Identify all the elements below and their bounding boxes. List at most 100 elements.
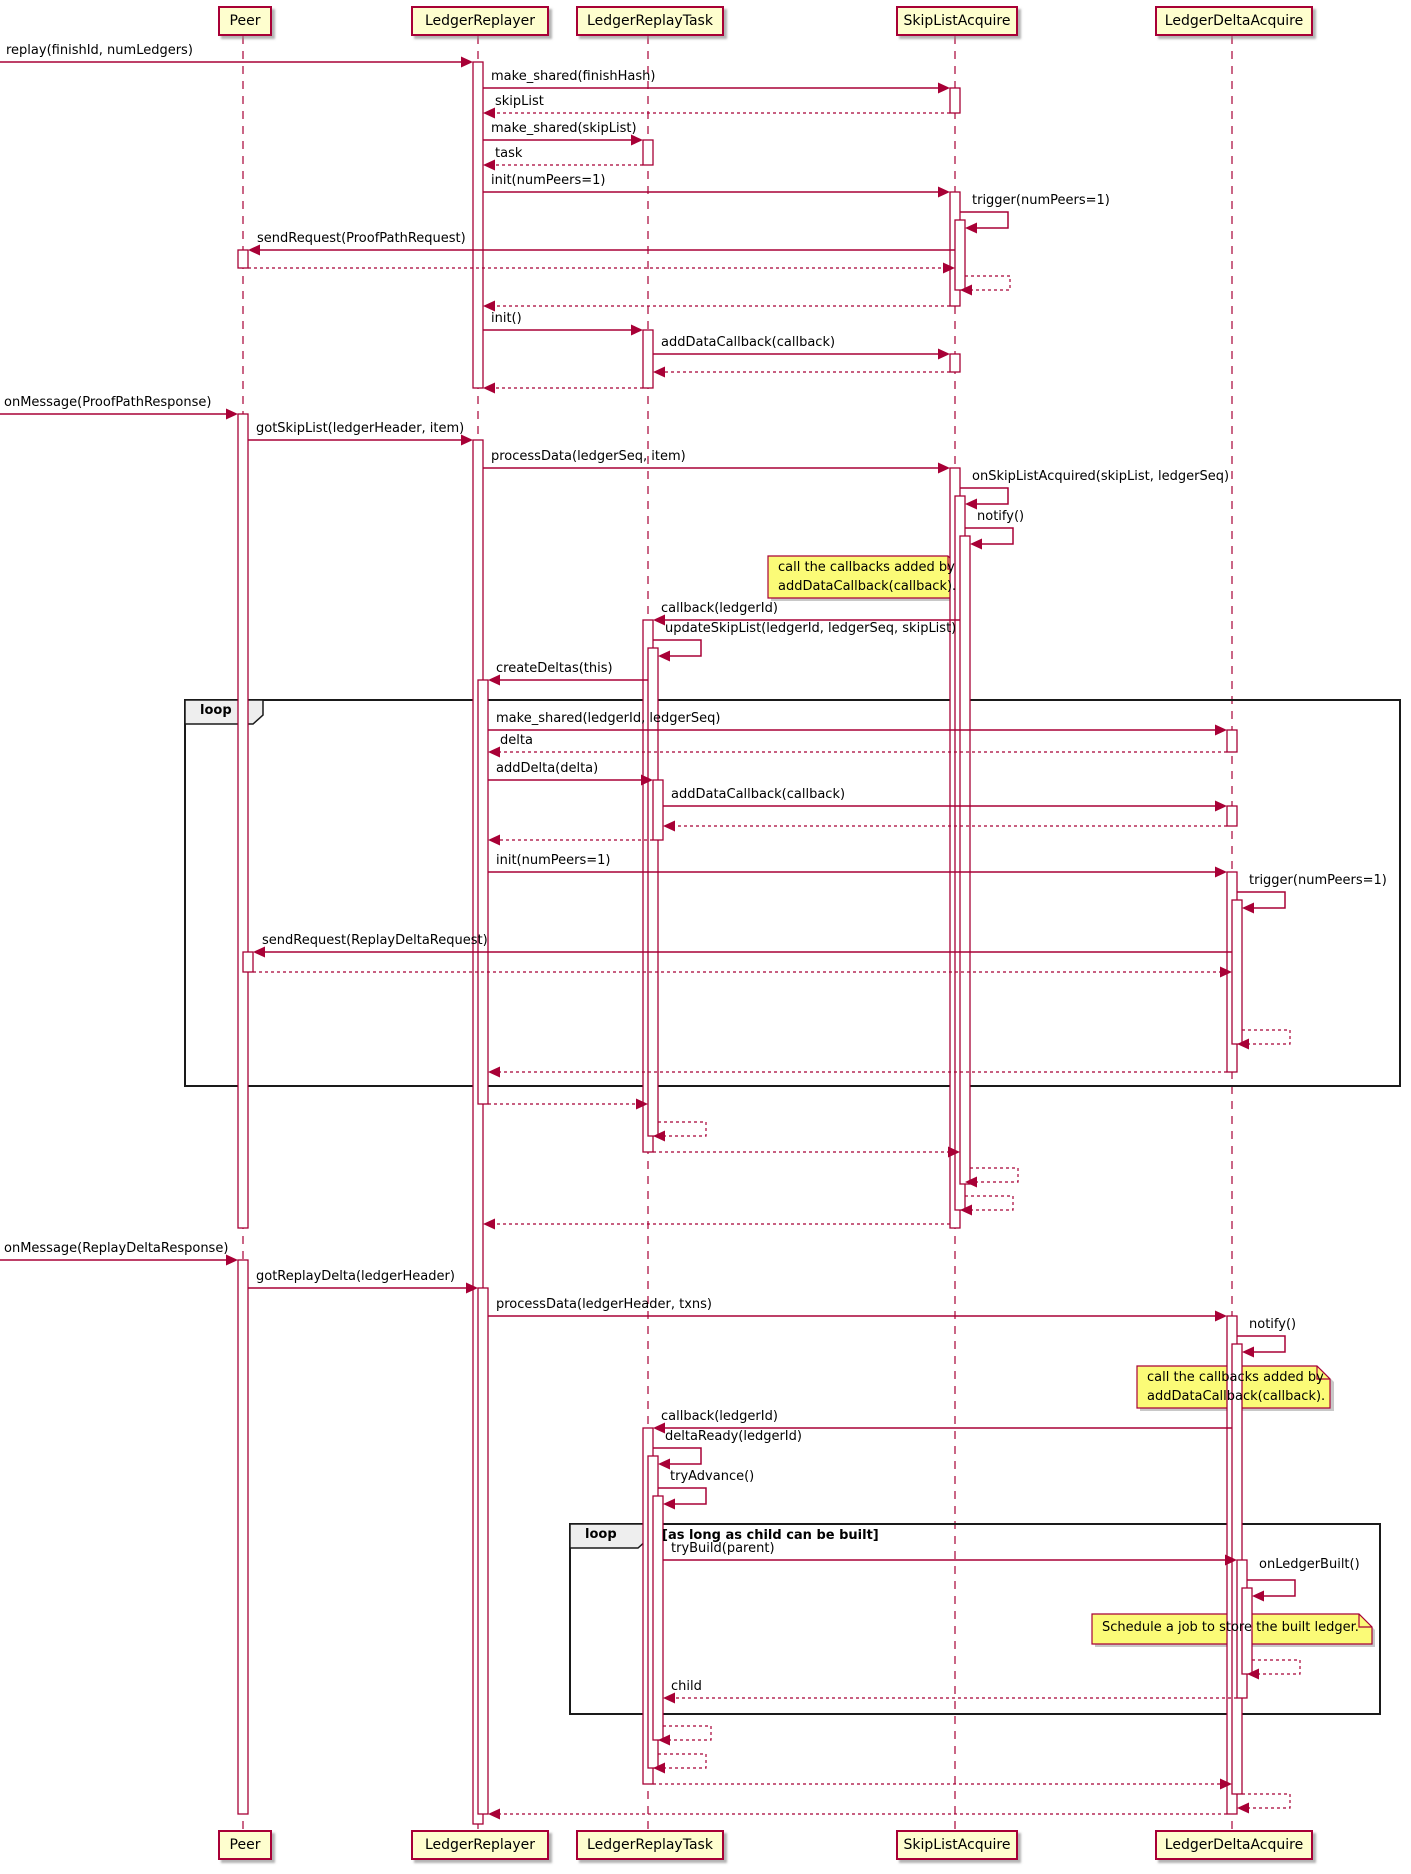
note-text-schedule: Schedule a job to store the built ledger…: [1102, 1620, 1359, 1635]
return-init-lda: [488, 1066, 1227, 1078]
return-delta: [488, 746, 1227, 758]
label-sendrequest-proofpath: sendRequest(ProofPathRequest): [257, 231, 466, 246]
return-replaydelta-to-lda: [253, 966, 1232, 978]
return-child: [663, 1692, 1237, 1704]
activation-sla-trigger: [954, 219, 966, 291]
label-replay: replay(finishId, numLedgers): [6, 43, 193, 58]
participant-bottom-skip-list-acquire: SkipListAcquire: [896, 1830, 1018, 1860]
self-call-trigger-lda: [1237, 891, 1286, 914]
activation-replayer-gotreplaydelta: [477, 1287, 489, 1815]
return-proofpath-to-sla: [248, 262, 955, 274]
return-callback-2: [653, 1778, 1232, 1790]
loop-frame-outer: [184, 699, 1401, 1087]
label-onskiplistacquired: onSkipListAcquired(skipList, ledgerSeq): [972, 469, 1230, 484]
label-onmessage-proofpath: onMessage(ProofPathResponse): [4, 395, 212, 410]
note-callbacks-skiplist: [767, 555, 965, 601]
self-call-updateskiplist: [653, 639, 702, 662]
arrow-createdeltas: [488, 674, 648, 686]
label-make-shared-delta: make_shared(ledgerId, ledgerSeq): [496, 711, 721, 726]
label-init-numpeers-lda: init(numPeers=1): [496, 853, 611, 868]
activation-lda-addcallback: [1226, 805, 1238, 827]
participant-top-ledger-replayer: LedgerReplayer: [411, 6, 549, 36]
return-init-task: [483, 382, 643, 394]
note-text-callbacks-sla-line1: call the callbacks added by: [778, 560, 955, 575]
label-onmessage-replaydelta: onMessage(ReplayDeltaResponse): [4, 1241, 229, 1256]
participant-bottom-ledger-delta-acquire: LedgerDeltaAcquire: [1155, 1830, 1313, 1860]
label-processdata-delta: processData(ledgerHeader, txns): [496, 1297, 712, 1312]
label-init-task: init(): [491, 311, 522, 326]
participant-bottom-peer: Peer: [218, 1830, 272, 1860]
return-callback-1: [653, 1146, 960, 1158]
activation-sla-addcallback: [949, 353, 961, 373]
label-adddelta: addDelta(delta): [496, 761, 599, 776]
arrow-trybuild: [663, 1554, 1237, 1566]
label-delta-return: delta: [500, 733, 533, 748]
return-createdeltas: [488, 1098, 648, 1110]
label-sendrequest-replaydelta: sendRequest(ReplayDeltaRequest): [262, 933, 488, 948]
participant-bottom-ledger-replay-task: LedgerReplayTask: [576, 1830, 724, 1860]
activation-replayer-gotskiplist: [472, 439, 484, 1825]
arrow-init-numpeers-lda: [488, 866, 1227, 878]
label-task-return: task: [495, 146, 523, 161]
arrow-make-shared-delta: [488, 724, 1227, 736]
participant-bottom-ledger-replayer: LedgerReplayer: [411, 1830, 549, 1860]
arrow-init-task: [483, 324, 643, 336]
self-call-tryadvance: [658, 1487, 707, 1510]
self-return-tryadvance: [658, 1725, 712, 1746]
arrow-callback-2: [653, 1422, 1232, 1434]
return-adddatacallback-sla: [653, 366, 950, 378]
loop-inner-label: loop: [585, 1527, 617, 1542]
activation-peer-sendrequest2: [242, 951, 254, 973]
label-updateskiplist: updateSkipList(ledgerId, ledgerSeq, skip…: [665, 621, 957, 636]
activation-peer-sendrequest1: [237, 249, 249, 269]
label-trigger-sla: trigger(numPeers=1): [972, 193, 1110, 208]
arrow-replay: [0, 56, 473, 68]
participant-top-ledger-delta-acquire: LedgerDeltaAcquire: [1155, 6, 1313, 36]
label-init-numpeers-sla: init(numPeers=1): [491, 173, 606, 188]
activation-task-adddelta: [652, 779, 664, 841]
participant-top-peer: Peer: [218, 6, 272, 36]
label-callback-2: callback(ledgerId): [661, 1409, 778, 1424]
label-notify-sla: notify(): [977, 509, 1025, 524]
arrow-adddelta: [488, 774, 653, 786]
label-notify-lda: notify(): [1249, 1317, 1297, 1332]
label-adddatacallback-lda: addDataCallback(callback): [671, 787, 846, 802]
arrow-callback-1: [653, 614, 960, 626]
activation-peer-proofpath: [237, 413, 249, 1229]
arrow-adddatacallback-sla: [653, 348, 950, 360]
label-skiplist-return: skipList: [495, 94, 544, 109]
activation-task-init: [642, 329, 654, 389]
loop-outer-label: loop: [200, 703, 232, 718]
self-return-onskiplistacquired: [960, 1195, 1014, 1216]
label-onledgerbuilt: onLedgerBuilt(): [1259, 1557, 1360, 1572]
return-processdata-skiplist: [483, 1218, 950, 1230]
activation-replayer-replay: [472, 61, 484, 389]
arrow-sendrequest-replaydelta: [253, 946, 1232, 958]
arrow-processdata-delta: [488, 1310, 1227, 1322]
label-make-shared-finishhash: make_shared(finishHash): [491, 69, 656, 84]
label-deltaready: deltaReady(ledgerId): [665, 1429, 802, 1444]
loop-inner-condition: [as long as child can be built]: [662, 1528, 879, 1543]
self-call-trigger-sla: [960, 211, 1009, 234]
arrow-processdata-skiplist: [483, 462, 950, 474]
arrow-onmessage-replaydelta: [0, 1254, 238, 1266]
label-gotskiplist: gotSkipList(ledgerHeader, item): [256, 421, 465, 436]
activation-lda-make-shared: [1226, 729, 1238, 753]
arrow-gotskiplist: [248, 434, 473, 446]
arrow-make-shared-finishhash: [483, 82, 950, 94]
self-return-updateskiplist: [653, 1121, 707, 1142]
self-return-trigger-lda: [1237, 1029, 1291, 1050]
self-call-notify-sla: [965, 527, 1014, 550]
self-return-trigger-sla: [960, 275, 1011, 296]
note-text-callbacks-sla-line2: addDataCallback(callback).: [778, 579, 957, 594]
self-return-deltaready: [653, 1753, 707, 1774]
activation-sla-notify: [959, 535, 971, 1185]
participant-top-ledger-replay-task: LedgerReplayTask: [576, 6, 724, 36]
return-processdata-delta: [488, 1808, 1227, 1820]
self-call-notify-lda: [1237, 1335, 1286, 1358]
arrow-make-shared-skiplist: [483, 134, 643, 146]
return-adddatacallback-lda: [663, 820, 1227, 832]
self-call-deltaready: [653, 1447, 702, 1470]
label-adddatacallback-sla: addDataCallback(callback): [661, 335, 836, 350]
